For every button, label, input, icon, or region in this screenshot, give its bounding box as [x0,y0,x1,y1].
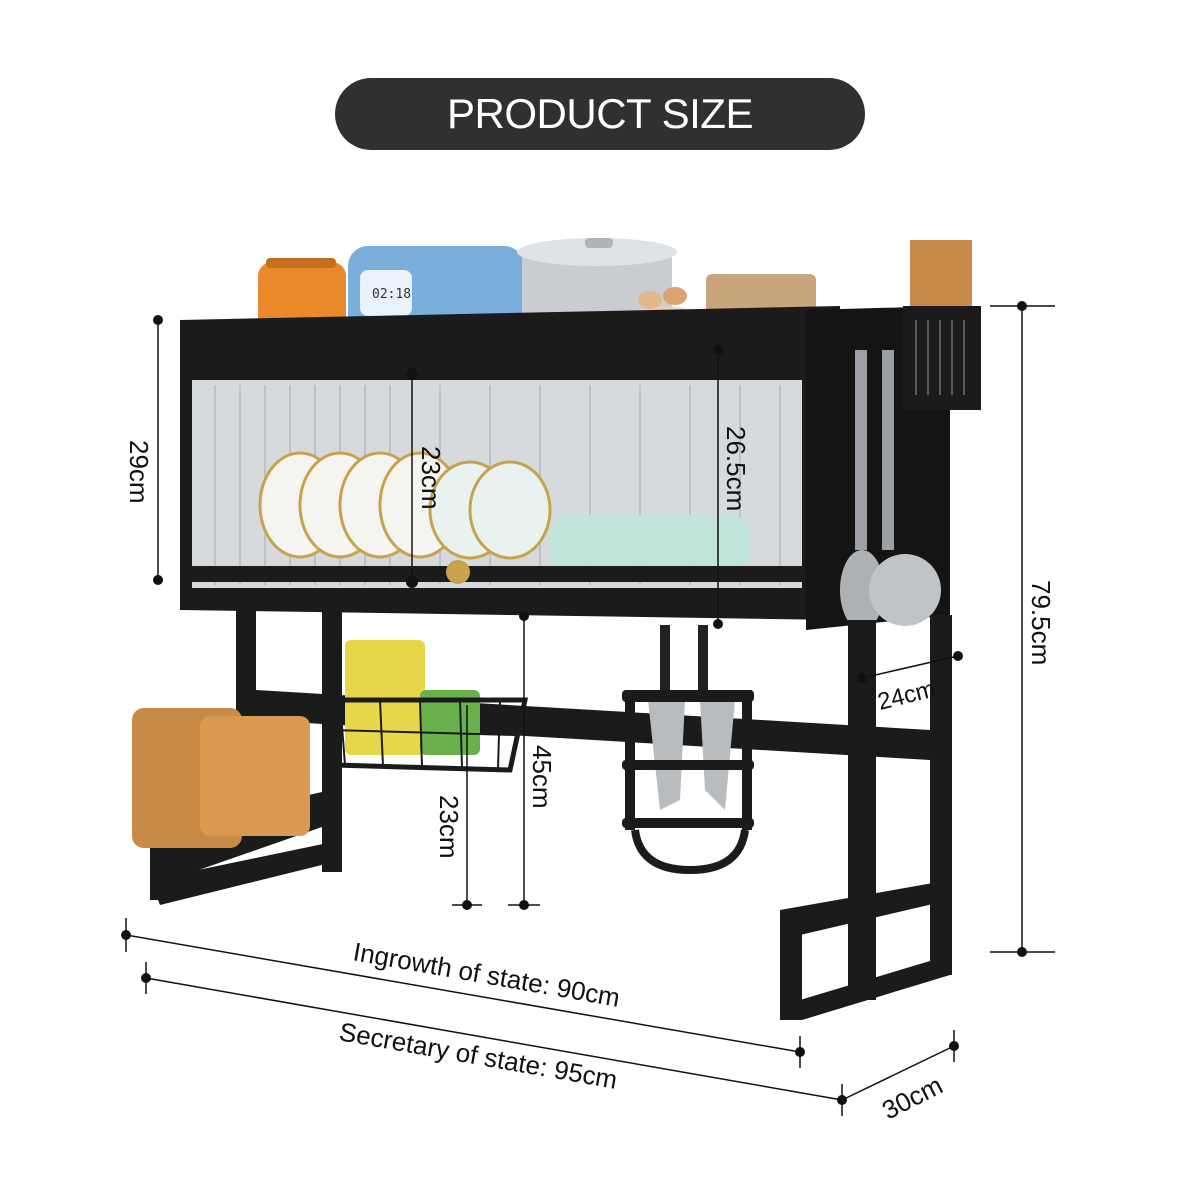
knife-holder [622,625,754,875]
label-outer-width: Secretary of state: 95cm [337,1016,620,1094]
label-24cm: 24cm [875,675,938,715]
title-banner: PRODUCT SIZE [335,78,865,150]
upper-cabinet [180,306,950,630]
label-inner-width: Ingrowth of state: 90cm [351,936,622,1012]
dimension-markers [121,301,1027,1105]
label-23cm-basket: 23cm [434,795,464,859]
svg-text:02:18: 02:18 [372,287,411,302]
label-23cm-inner: 23cm [416,446,446,510]
door-knob [446,560,470,584]
label-29cm: 29cm [124,440,154,504]
plates [258,451,750,575]
label-79-5cm: 79.5cm [1026,580,1056,665]
cutting-board [132,708,310,848]
label-45cm: 45cm [527,745,557,809]
label-26-5cm: 26.5cm [721,426,751,511]
page-title: PRODUCT SIZE [447,90,753,137]
basket [316,640,529,773]
utensil-holder [840,240,981,630]
